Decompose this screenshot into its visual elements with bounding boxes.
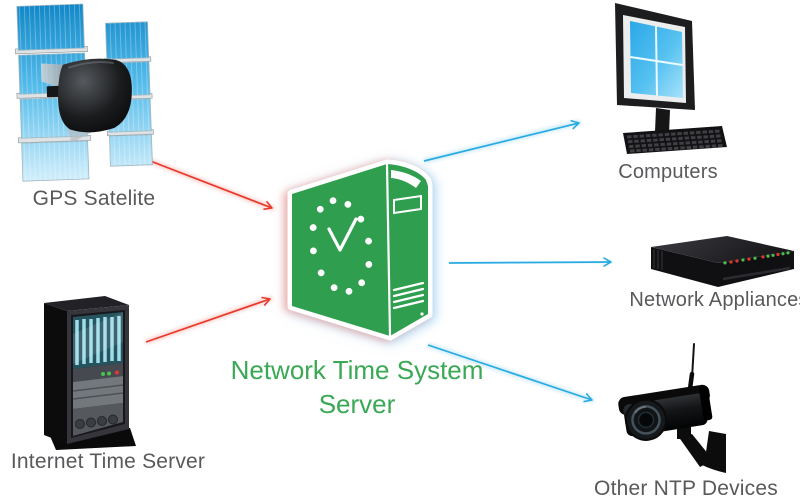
arrow-internet-to-server: [145, 295, 273, 345]
arrow-gps-to-server: [139, 154, 275, 212]
led-green: [107, 371, 111, 376]
network-switch-icon: [651, 236, 794, 287]
label-internet-time-server: Internet Time Server: [10, 450, 206, 473]
arrow-server-to-computers: [423, 119, 582, 164]
label-gps-satellite: GPS Satelite: [32, 187, 156, 210]
status-leds: [723, 251, 790, 265]
security-camera-icon: [618, 343, 726, 473]
server-rack-icon: [44, 296, 136, 450]
label-ntp-server: Network Time System Server: [217, 354, 497, 422]
clock-server-icon: [287, 159, 433, 341]
satellite-icon: [14, 3, 154, 182]
arrow-server-to-ntp-devices: [427, 342, 595, 404]
label-network-appliances: Network Appliances: [629, 289, 800, 311]
label-ntp-server-line2: Server: [318, 388, 396, 419]
label-other-ntp-devices: Other NTP Devices: [594, 477, 778, 500]
led-red: [115, 370, 119, 375]
label-ntp-server-line1: Network Time System: [230, 355, 484, 385]
label-computers: Computers: [618, 161, 718, 183]
clock-hands: [327, 217, 358, 252]
led-green: [101, 372, 105, 376]
clock-face: [309, 197, 373, 295]
desktop-computer-icon: [615, 3, 727, 154]
arrow-server-to-appliances: [448, 257, 614, 267]
